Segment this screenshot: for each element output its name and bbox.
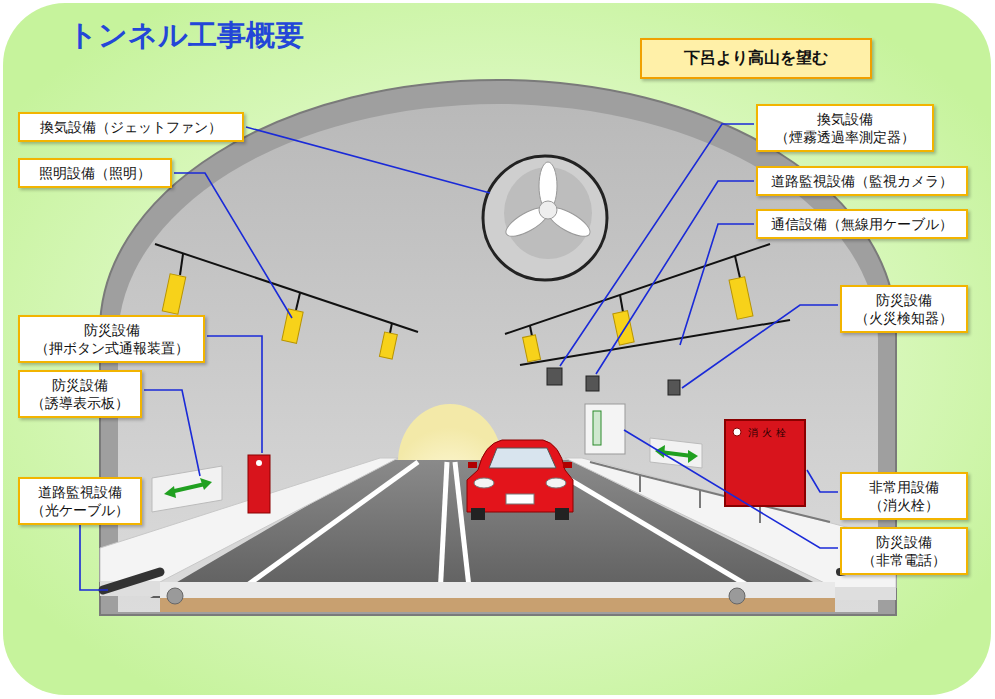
equipment-label-box: 道路監視設備（監視カメラ） xyxy=(756,166,968,196)
car-part xyxy=(468,462,477,468)
left-equipment-part xyxy=(164,486,176,498)
leader-lines-part xyxy=(246,127,490,193)
lighting-part xyxy=(390,323,392,333)
leader-lines-part xyxy=(624,430,838,548)
lighting-part xyxy=(379,332,397,359)
lighting-part xyxy=(530,326,532,336)
equipment-label-box: 防災設備 （押ボタン式通報装置） xyxy=(18,315,205,363)
label-text: 道路監視設備（監視カメラ） xyxy=(766,172,958,190)
sensors-part xyxy=(547,368,562,385)
label-text: 下呂より高山を望む xyxy=(656,48,856,69)
lighting-part xyxy=(613,311,634,345)
road-part xyxy=(729,588,745,604)
car-part xyxy=(474,478,494,488)
lighting xyxy=(155,244,790,365)
left-equipment-part xyxy=(170,484,205,492)
label-text: 防災設備 （火災検知器） xyxy=(850,291,958,327)
right-equipment-part xyxy=(733,428,741,436)
road-part xyxy=(759,505,761,523)
equipment-marking: 消火栓 xyxy=(748,426,790,440)
right-equipment xyxy=(585,404,805,506)
leader-lines-part xyxy=(682,305,838,388)
left-equipment-part xyxy=(256,460,262,466)
lighting-part xyxy=(520,320,790,365)
leader-lines-part xyxy=(80,521,108,590)
lighting-part xyxy=(729,277,753,319)
label-text: 非常用設備 （消火栓） xyxy=(850,478,958,514)
car-part xyxy=(467,440,573,512)
equipment-label-box: 換気設備（ジェットファン） xyxy=(18,112,244,142)
lighting-part xyxy=(180,254,183,275)
right-equipment-part xyxy=(593,411,601,445)
right-equipment-part xyxy=(725,420,805,506)
label-text: 換気設備（ジェットファン） xyxy=(28,118,234,136)
right-equipment-part xyxy=(650,438,702,468)
car-part xyxy=(555,508,569,520)
lighting-part xyxy=(735,256,740,278)
left-equipment-part xyxy=(200,478,212,490)
label-text: 照明設備（照明） xyxy=(28,164,162,182)
label-text: 防災設備 （誘導表示板） xyxy=(28,376,132,412)
tunnel-lining-part xyxy=(100,80,896,615)
left-equipment xyxy=(152,455,270,513)
label-text: 換気設備 （煙霧透過率測定器） xyxy=(766,110,924,146)
jet-fan-part xyxy=(483,156,607,280)
equipment-label-box: 道路監視設備 （光ケーブル） xyxy=(18,477,142,525)
leader-lines-part xyxy=(596,181,754,374)
left-equipment-part xyxy=(248,455,270,513)
car-part xyxy=(563,462,572,468)
lighting-part xyxy=(162,274,186,314)
lighting-part xyxy=(282,309,303,343)
left-equipment-part xyxy=(152,466,222,512)
jet-fan-part xyxy=(502,162,594,242)
leader-lines-part xyxy=(144,390,200,476)
road-part xyxy=(440,462,447,596)
leader-lines-part xyxy=(174,173,292,318)
right-equipment-part xyxy=(688,450,698,463)
equipment-label-box: 通信設備（無線用ケーブル） xyxy=(756,209,968,239)
equipment-label-box: 防災設備 （火災検知器） xyxy=(840,285,968,333)
lighting-part xyxy=(296,293,300,310)
label-text: 道路監視設備 （光ケーブル） xyxy=(28,483,132,519)
sensors-part xyxy=(668,380,680,395)
lighting-part xyxy=(620,295,623,312)
leader-lines-part xyxy=(680,224,754,345)
road-part xyxy=(835,588,896,600)
leader-lines-part xyxy=(560,124,754,366)
road-part xyxy=(699,490,701,508)
label-text: 防災設備 （押ボタン式通報装置） xyxy=(28,321,195,357)
equipment-label-box: 防災設備 （誘導表示板） xyxy=(18,370,142,418)
jet-fan-part-part xyxy=(539,201,557,219)
road-part xyxy=(103,572,160,590)
leader-lines-part xyxy=(807,470,838,492)
diagram-title: トンネル工事概要 xyxy=(68,16,304,56)
road-part xyxy=(167,588,183,604)
leader-lines-part xyxy=(207,336,262,453)
view-note-box: 下呂より高山を望む xyxy=(640,38,872,79)
tunnel-lining xyxy=(100,80,896,615)
right-equipment-part xyxy=(585,404,625,454)
equipment-label-box: 非常用設備 （消火栓） xyxy=(840,472,968,520)
equipment-label-box: 照明設備（照明） xyxy=(18,158,172,188)
car-part xyxy=(471,508,485,520)
equipment-label-box: 防災設備 （非常電話） xyxy=(840,527,968,575)
sensors-part xyxy=(586,376,599,391)
lighting-part xyxy=(523,335,541,362)
jet-fan xyxy=(483,156,607,280)
label-text: 防災設備 （非常電話） xyxy=(850,533,958,569)
background-part xyxy=(3,3,991,695)
car-part xyxy=(546,478,566,488)
equipment-label-box: 換気設備 （煙霧透過率測定器） xyxy=(756,104,934,152)
car-part xyxy=(489,448,556,468)
label-text: 通信設備（無線用ケーブル） xyxy=(766,215,958,233)
sensors xyxy=(547,368,680,395)
road-part xyxy=(639,475,641,492)
car xyxy=(467,440,573,520)
car-part xyxy=(506,494,534,504)
